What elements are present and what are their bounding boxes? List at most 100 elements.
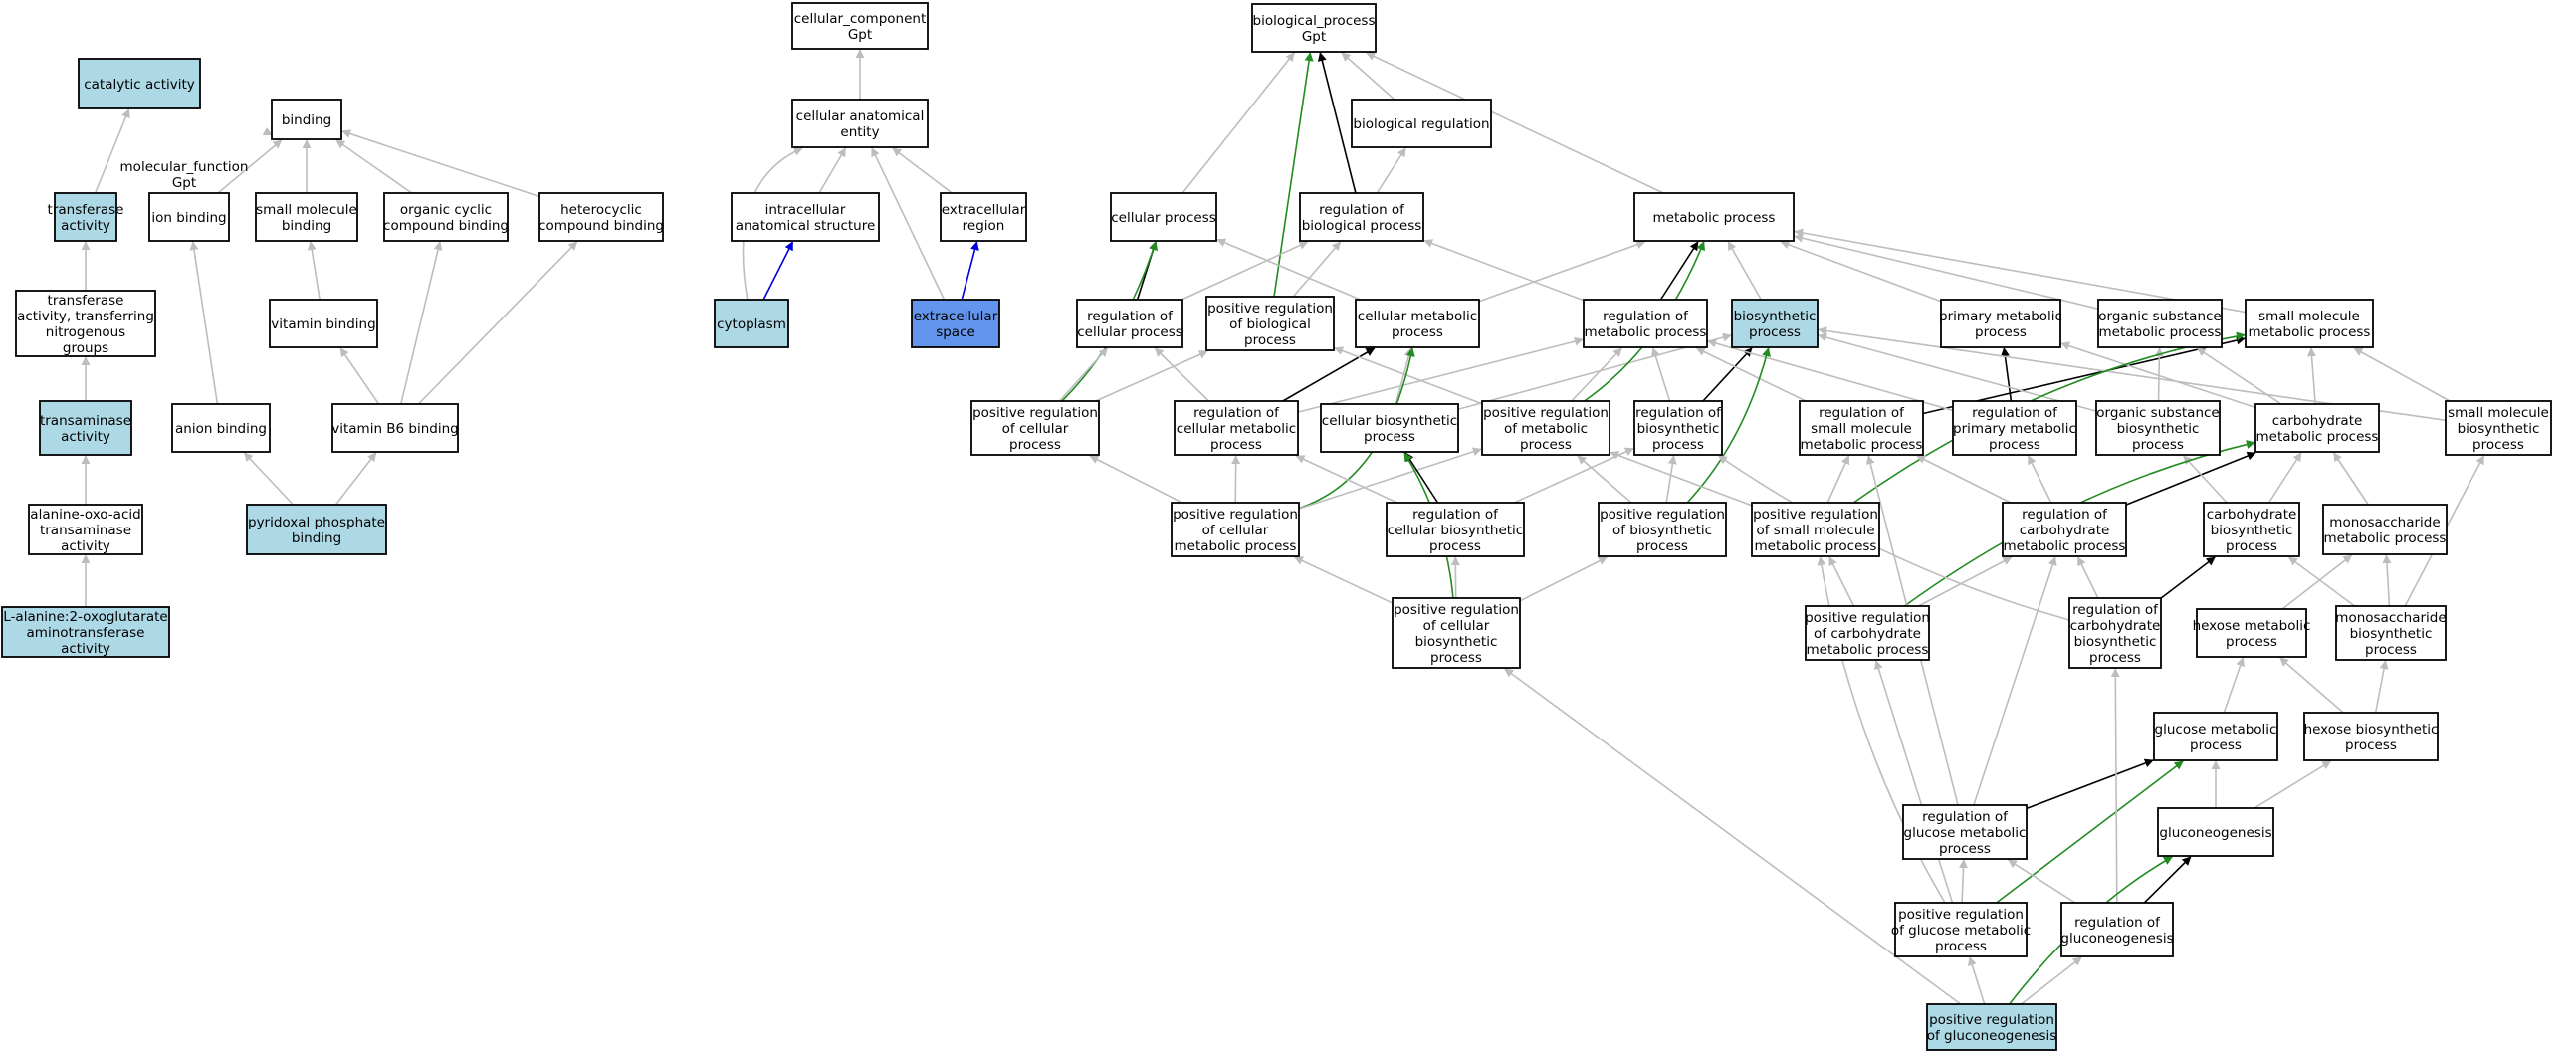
term-node-gluconeo[interactable]: gluconeogenesis	[2157, 807, 2274, 857]
edge-is_a-anionbind-to-ionbind	[189, 241, 219, 405]
term-label-line: L-alanine:2-oxoglutarate	[3, 609, 167, 625]
term-node-vb6bind[interactable]: vitamin B6 binding	[331, 403, 459, 453]
term-box	[1076, 299, 1183, 348]
term-node-anionbind[interactable]: anion binding	[171, 403, 271, 453]
edge-is_a-posreggluconeo-to-posregcellbio	[1504, 668, 1962, 1005]
edge-is_a-regbio-to-bioreg	[1376, 147, 1406, 194]
edge-regulates-regbiosyn-to-biosyn	[1702, 347, 1753, 402]
term-label-line: process	[2226, 538, 2277, 554]
edge-is_a-transferase-to-catalytic	[94, 108, 130, 194]
term-label-line: binding	[282, 112, 331, 128]
edge-regulates-reggluconeo-to-gluconeo	[2143, 856, 2192, 904]
term-node-metproc[interactable]: metabolic process	[1633, 192, 1795, 242]
term-label-line: regulation of	[2074, 915, 2161, 931]
term-label: anion binding	[175, 421, 267, 437]
term-label-line: metabolic process	[2256, 429, 2379, 445]
term-label-line: activity	[61, 641, 110, 657]
term-label-line: biosynthetic	[1734, 309, 1817, 324]
term-box	[1110, 192, 1217, 242]
term-node-binding[interactable]: binding	[271, 99, 342, 140]
term-label-line: compound binding	[538, 218, 664, 234]
term-node-ionbind[interactable]: ion binding	[148, 192, 230, 242]
term-label-line: transferase	[48, 202, 124, 218]
edge-is_a-extreg-to-cae	[892, 147, 953, 194]
term-node-cellproc[interactable]: cellular process	[1110, 192, 1217, 242]
term-node-vitbind[interactable]: vitamin binding	[269, 299, 378, 348]
term-node-cytoplasm[interactable]: cytoplasm	[714, 299, 789, 348]
edge-is_a-posregcellbio-to-posregbiosyn	[1519, 556, 1609, 602]
term-label-line: cellular process	[1077, 324, 1182, 340]
term-box	[2254, 403, 2380, 453]
term-label-line: primary metabolic	[1939, 309, 2062, 324]
term-box	[246, 504, 387, 555]
term-label-line: process	[1430, 650, 1482, 666]
edge-is_a-cellbiosyn-to-cellmet	[1395, 347, 1413, 405]
term-box	[2002, 502, 2127, 557]
term-node-bioreg[interactable]: biological regulation	[1351, 99, 1492, 148]
edge-is_a-posregglucmet-to-regglucmet	[1959, 859, 1969, 904]
term-label-line: regulation of	[2022, 507, 2108, 523]
term-node-catalytic[interactable]: catalytic activity	[78, 58, 201, 109]
term-label-line: positive regulation	[1898, 907, 2024, 923]
